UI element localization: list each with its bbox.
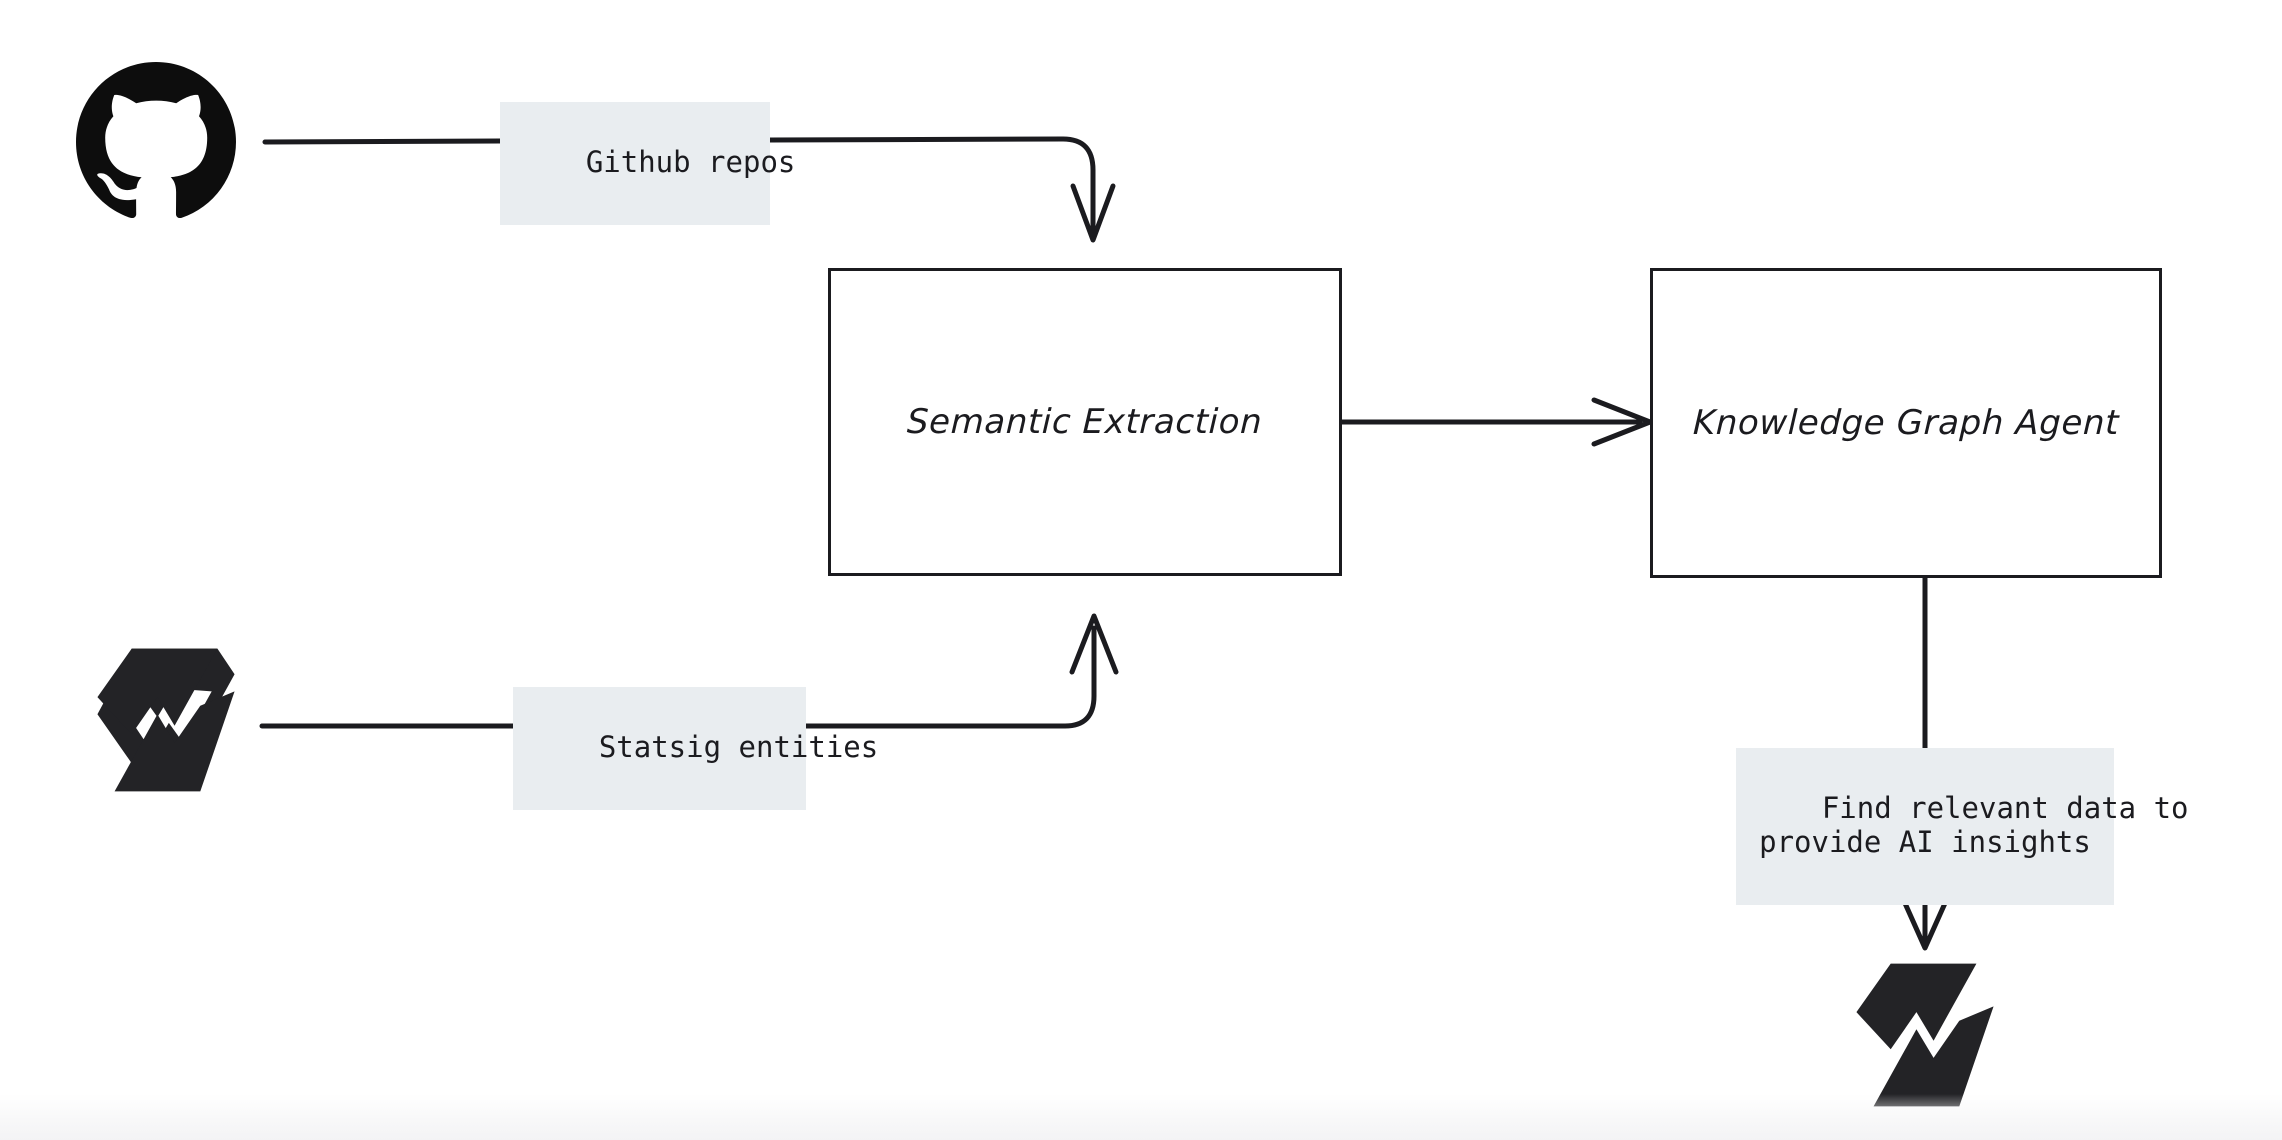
edge-github-to-semantic-arrowhead xyxy=(1070,183,1116,243)
edge-label-statsig-entities: Statsig entities xyxy=(513,687,878,810)
edge-statsig-to-semantic-elbow xyxy=(802,625,1097,729)
edge-label-to-statsig-arrowhead xyxy=(1897,889,1953,951)
node-semantic-extraction[interactable]: Semantic Extraction xyxy=(828,268,1342,576)
node-semantic-extraction-label: Semantic Extraction xyxy=(906,402,1264,442)
edge-label-find-relevant-data: Find relevant data to provide AI insight… xyxy=(1736,748,2189,905)
edge-label-github-repos: Github repos xyxy=(500,102,795,225)
edge-label-find-relevant-data-text: Find relevant data to provide AI insight… xyxy=(1759,791,2189,860)
statsig-logo-icon-source xyxy=(86,640,246,800)
node-knowledge-graph-agent-label: Knowledge Graph Agent xyxy=(1692,403,2120,443)
edge-github-to-semantic-elbow xyxy=(767,136,1096,235)
edge-label-github-repos-text: Github repos xyxy=(585,145,796,180)
edge-github-to-semantic-line xyxy=(262,138,503,145)
edge-label-statsig-entities-text: Statsig entities xyxy=(598,730,879,765)
node-knowledge-graph-agent[interactable]: Knowledge Graph Agent xyxy=(1650,268,2162,578)
edge-statsig-to-semantic-arrowhead xyxy=(1069,613,1119,675)
statsig-logo-icon-output xyxy=(1845,955,2005,1115)
github-octocat-icon xyxy=(76,62,236,222)
